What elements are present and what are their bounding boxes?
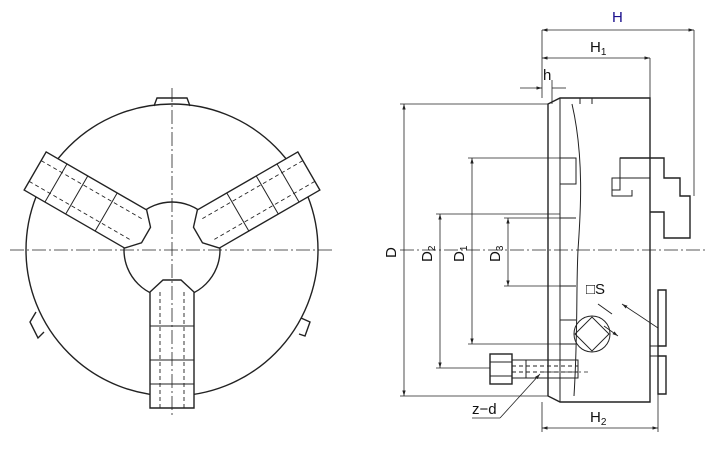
label-H2: H2 — [590, 409, 607, 428]
right-lug — [298, 317, 311, 337]
left-jaw — [23, 150, 152, 249]
side-view: H H1 h D D2 D1 D3 □S z−d H2 — [383, 9, 706, 432]
label-D1: D1 — [451, 245, 470, 262]
zd-leader — [499, 373, 541, 419]
label-D2: D2 — [419, 245, 438, 262]
bore-steps — [560, 157, 577, 345]
label-D3: D3 — [487, 245, 506, 262]
label-h: h — [543, 67, 551, 84]
label-zd: z−d — [472, 401, 497, 418]
label-D: D — [383, 247, 400, 258]
upper-jaw-side — [611, 157, 691, 239]
left-lug — [29, 311, 45, 340]
square-drive — [573, 303, 659, 353]
lower-jaw-side — [650, 289, 667, 395]
label-H1: H1 — [590, 39, 607, 58]
label-H: H — [612, 9, 623, 26]
front-view — [10, 88, 334, 418]
right-jaw — [192, 150, 321, 249]
label-S: □S — [586, 281, 605, 298]
mounting-bolt — [489, 353, 579, 385]
